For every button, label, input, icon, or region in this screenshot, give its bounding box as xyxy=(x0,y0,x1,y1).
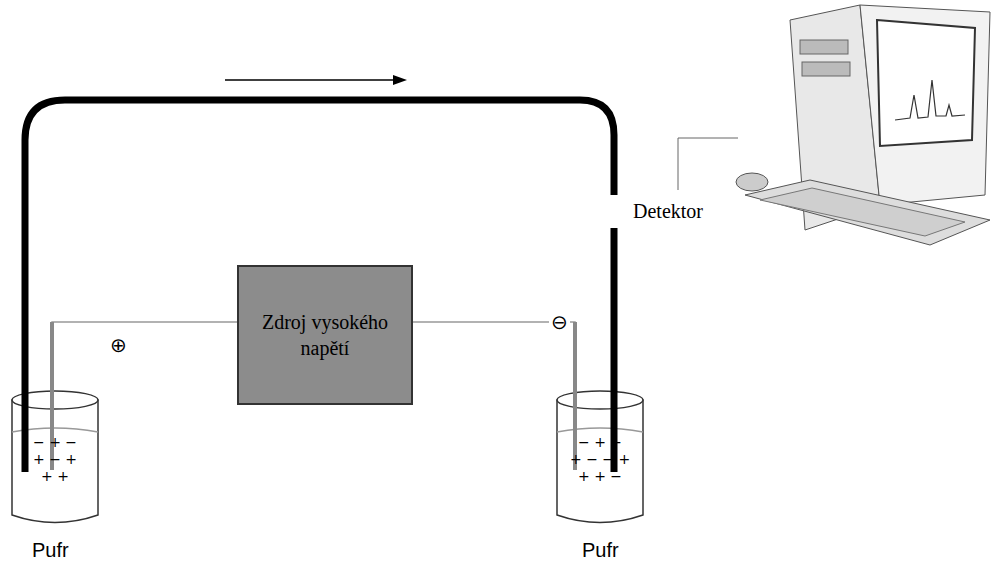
arrow-head xyxy=(393,75,407,85)
wire xyxy=(52,322,237,470)
electrode xyxy=(573,322,577,470)
charge-signs: + − − + xyxy=(570,452,630,467)
wire xyxy=(413,322,575,470)
charge-signs: + − + xyxy=(33,452,77,467)
process-box: Zdroj vysokého napětí xyxy=(237,265,413,405)
cathode-symbol: ⊖ xyxy=(549,310,570,334)
charge-signs: + + xyxy=(41,469,69,484)
beaker xyxy=(557,391,643,523)
anode-symbol: ⊕ xyxy=(110,334,127,356)
buffer-label: Pufr xyxy=(32,539,69,561)
charge-signs: − + − xyxy=(578,435,622,450)
capillary xyxy=(25,100,614,472)
flow-arrow xyxy=(225,79,395,81)
computer-icon xyxy=(736,5,990,245)
box-label: Zdroj vysokého napětí xyxy=(253,309,397,361)
buffer-label: Pufr xyxy=(582,539,619,561)
charge-signs: − + − xyxy=(33,435,77,450)
charge-signs: + + − xyxy=(578,469,622,484)
signal-wire xyxy=(678,138,738,190)
detector-label: Detektor xyxy=(631,199,705,223)
